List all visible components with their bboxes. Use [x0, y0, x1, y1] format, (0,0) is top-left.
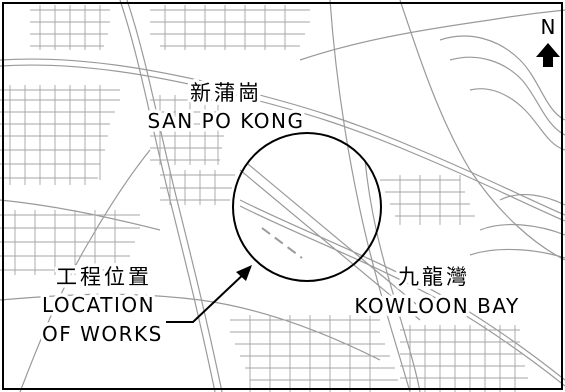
san-po-kong-zh: 新蒲崗 [190, 81, 262, 105]
north-arrow-icon [536, 43, 560, 67]
label-location-of-works: 工程位置 LOCATION OF WORKS [39, 262, 165, 350]
basemap-blocks-west [0, 5, 310, 275]
north-label: N [541, 15, 556, 39]
works-zh: 工程位置 [56, 265, 152, 289]
basemap-blocks-east [230, 175, 528, 392]
leader-arrowhead [236, 265, 252, 281]
works-circle [232, 132, 382, 282]
works-en-line1: LOCATION [42, 293, 155, 317]
kowloon-bay-en: KOWLOON BAY [354, 294, 519, 318]
leader-line [166, 269, 249, 323]
works-en-line2: OF WORKS [42, 322, 163, 346]
kowloon-bay-zh: 九龍灣 [398, 265, 470, 289]
north-arrow: N [536, 12, 560, 67]
label-kowloon-bay: 九龍灣 KOWLOON BAY [351, 262, 522, 322]
label-san-po-kong: 新蒲崗 SAN PO KONG [144, 78, 306, 137]
san-po-kong-en: SAN PO KONG [148, 109, 305, 133]
